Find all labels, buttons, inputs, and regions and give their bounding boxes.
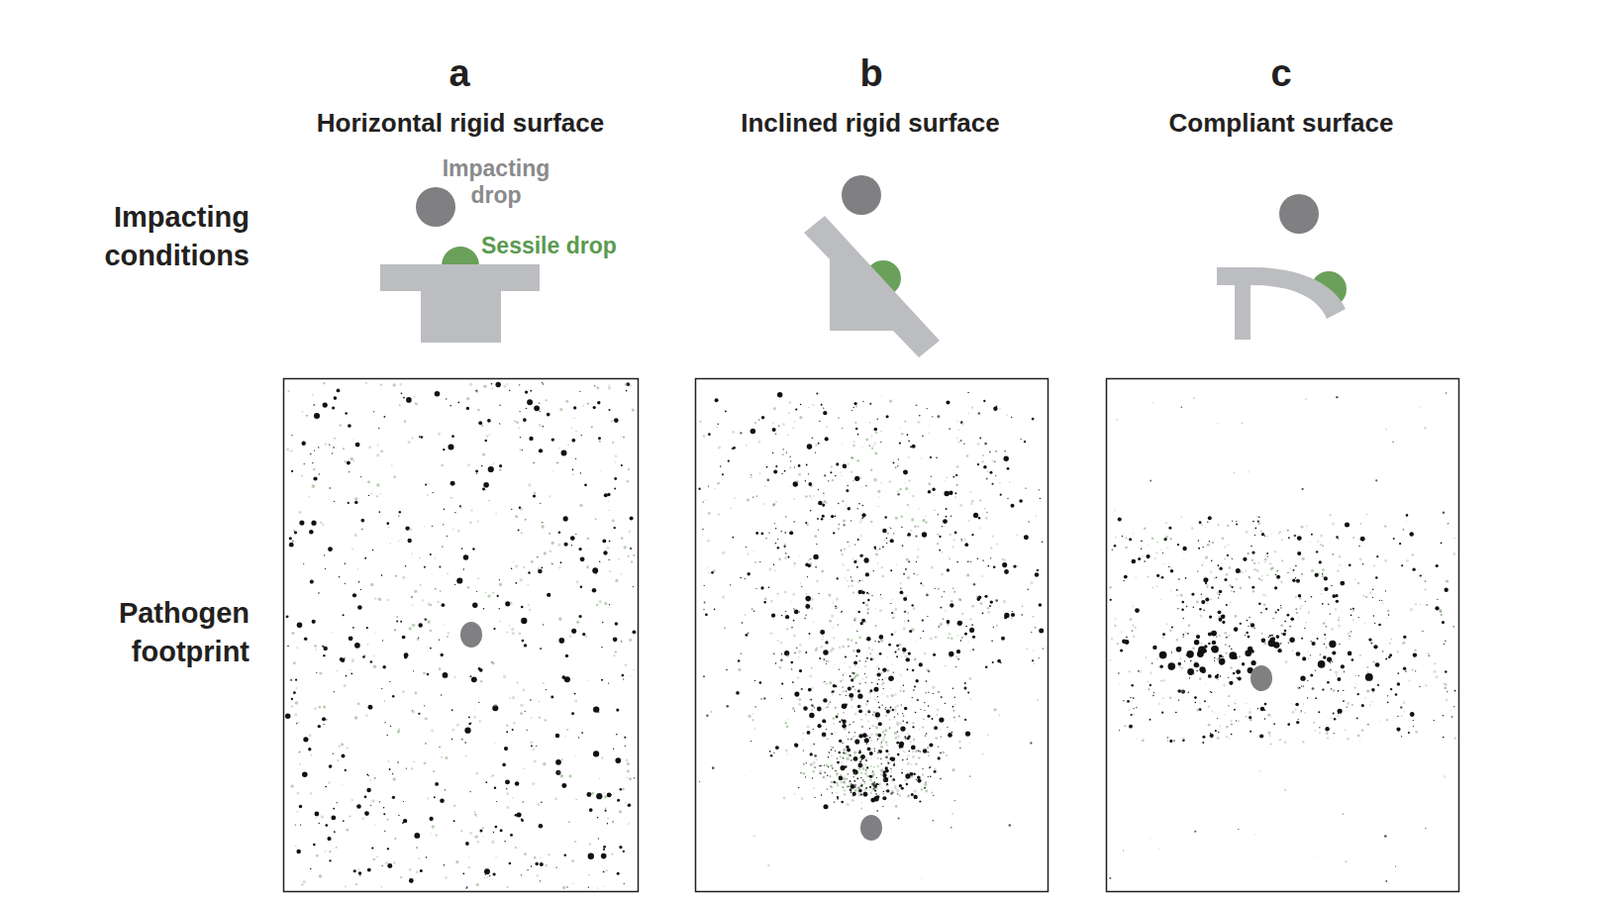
footprint-frame	[696, 379, 1049, 893]
pathogen-dots	[285, 382, 1457, 891]
inclined-surface	[803, 215, 940, 358]
drop-label: Impacting drop	[431, 155, 561, 209]
impacting-drop	[1279, 194, 1319, 234]
impact-point	[860, 814, 883, 841]
drop-label: Sessile drop	[481, 232, 617, 260]
row-label: Pathogen footprint	[76, 594, 250, 672]
impact-point	[460, 621, 483, 648]
panel-title: Inclined rigid surface	[740, 106, 1000, 139]
impact-point	[1250, 665, 1273, 692]
footprint-frame	[1106, 379, 1460, 893]
surface-support	[420, 290, 501, 343]
impacting-drop	[841, 175, 882, 215]
compliant-surface	[1216, 267, 1346, 340]
footprint-frame	[284, 379, 639, 893]
panel-title: Compliant surface	[1169, 106, 1395, 139]
panel-letter: a	[448, 51, 470, 96]
panel-letter: c	[1270, 51, 1292, 96]
panel-title: Horizontal rigid surface	[316, 106, 604, 139]
panel-letter: b	[859, 51, 883, 96]
row-label: Impacting conditions	[76, 198, 250, 276]
impacting-drop	[415, 187, 456, 227]
rigid-surface	[380, 264, 540, 292]
